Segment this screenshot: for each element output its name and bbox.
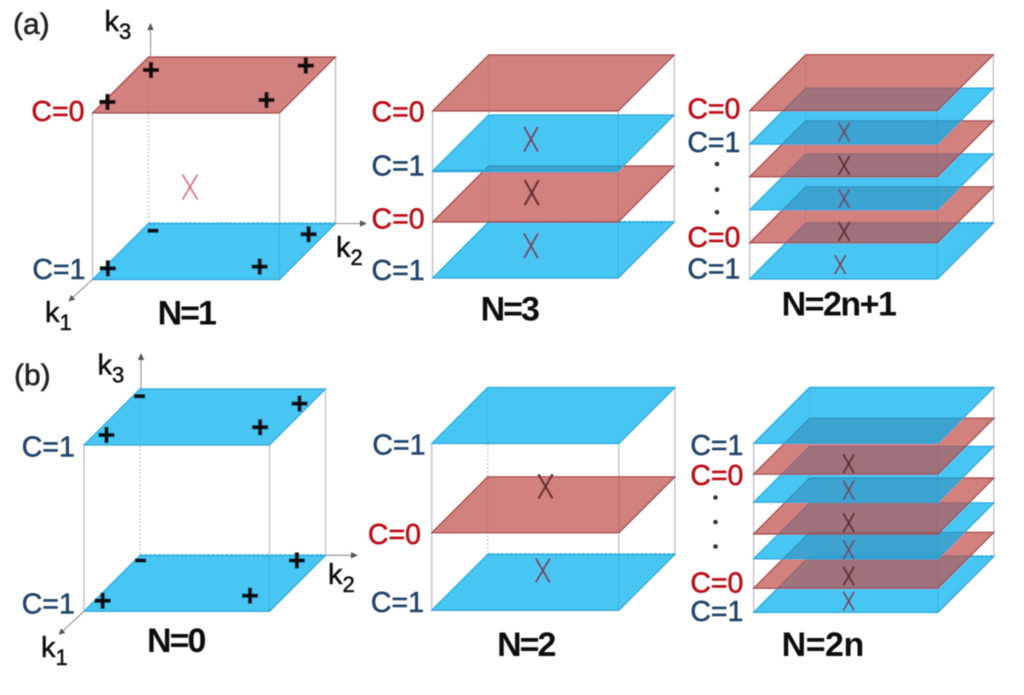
svg-text:N=2n: N=2n [782,626,864,664]
svg-text:N=2: N=2 [497,626,555,664]
svg-text:C=1: C=1 [371,587,424,619]
svg-text:C=1: C=1 [372,430,425,462]
svg-text:C=1: C=1 [22,588,75,620]
svg-text:N=3: N=3 [481,291,539,329]
svg-text:C=1: C=1 [372,151,425,183]
svg-text:C=1: C=1 [22,432,75,464]
svg-text:C=0: C=0 [31,96,84,128]
svg-text:C=0: C=0 [687,94,740,126]
svg-text:(a): (a) [13,8,50,41]
svg-text:C=0: C=0 [690,568,743,600]
svg-text:C=1: C=1 [32,254,85,286]
svg-text:C=1: C=1 [687,254,740,286]
svg-text:C=0: C=0 [372,96,425,128]
svg-text:C=0: C=0 [368,519,421,551]
svg-text:C=0: C=0 [372,204,425,236]
svg-text:N=1: N=1 [158,295,216,333]
svg-text:N=2n+1: N=2n+1 [782,286,896,324]
svg-text:(b): (b) [14,359,51,392]
svg-text:C=0: C=0 [690,460,743,492]
svg-text:C=1: C=1 [690,596,743,628]
svg-text:C=1: C=1 [372,255,425,287]
svg-text:C=1: C=1 [690,430,743,462]
svg-text:C=1: C=1 [687,127,740,159]
svg-text:C=0: C=0 [687,222,740,254]
svg-text:N=0: N=0 [147,622,205,660]
